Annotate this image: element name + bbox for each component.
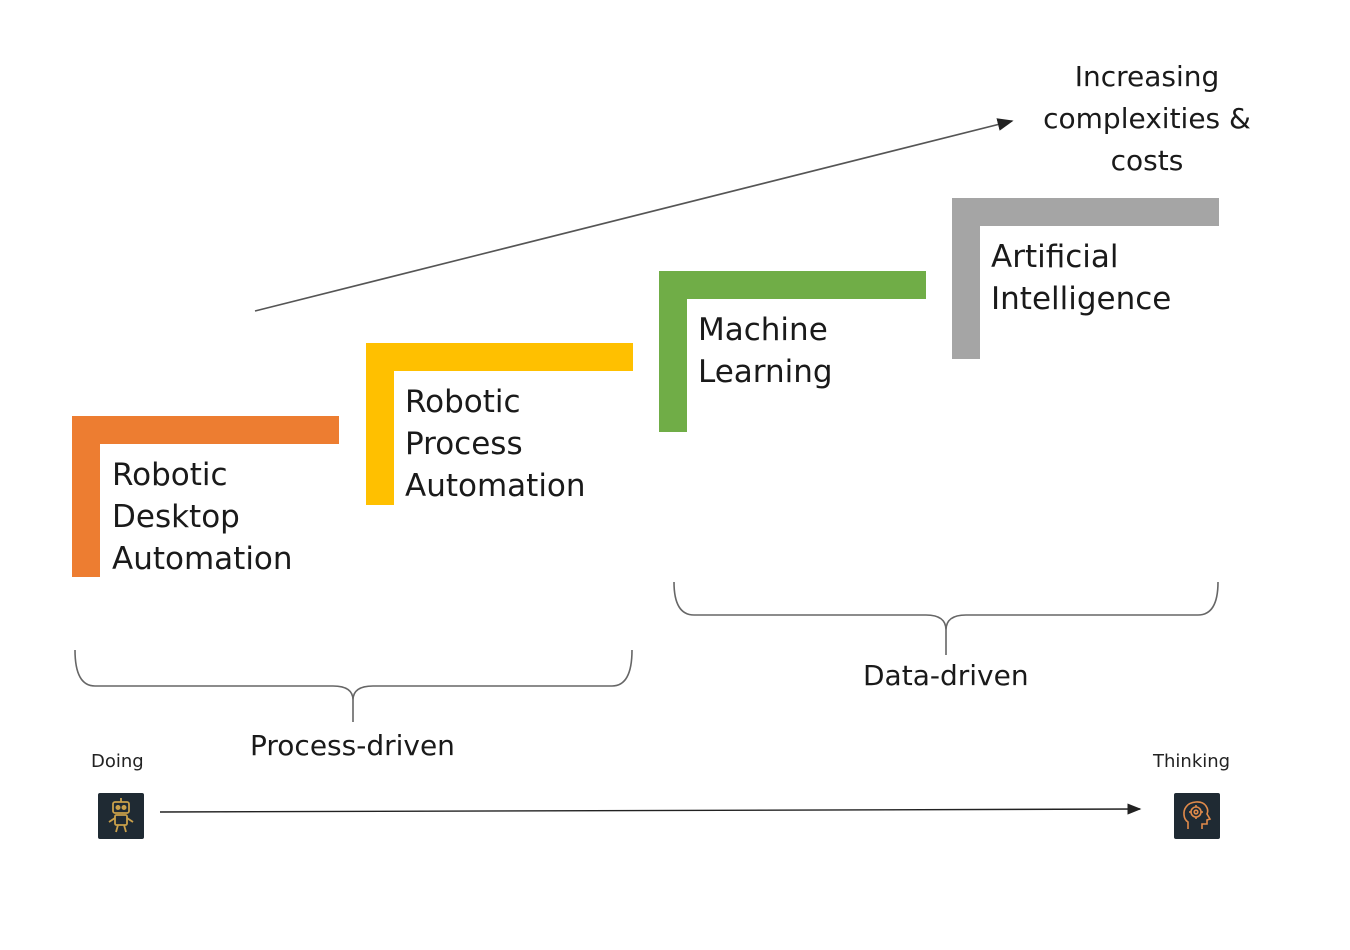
data-driven-label: Data-driven: [863, 659, 1029, 692]
step-bar: [72, 416, 100, 577]
robot-icon: [98, 793, 144, 839]
brain-head-icon: [1174, 793, 1220, 839]
process-driven-brace: [74, 649, 633, 722]
step-bar: [952, 198, 1219, 226]
step-bar: [659, 271, 687, 432]
step-bar: [952, 198, 980, 359]
step-label: Artificial Intelligence: [991, 239, 1172, 317]
step-bar: [72, 416, 339, 444]
step-label: Robotic Desktop Automation: [112, 457, 293, 577]
step-bar: [659, 271, 926, 299]
step-bar: [366, 343, 633, 371]
step-label: Machine Learning: [698, 312, 833, 390]
step-label: Robotic Process Automation: [405, 384, 586, 504]
title-line: costs: [1110, 144, 1184, 177]
step-bar: [366, 343, 394, 505]
complexity-title: Increasing complexities & costs: [1017, 56, 1277, 182]
data-driven-brace: [673, 581, 1219, 655]
complexity-arrow: [254, 118, 1014, 312]
process-driven-label: Process-driven: [250, 729, 455, 762]
title-line: complexities &: [1043, 102, 1251, 135]
thinking-label: Thinking: [1153, 751, 1231, 772]
doing-label: Doing: [91, 751, 144, 772]
title-line: Increasing: [1074, 60, 1220, 93]
doing-thinking-arrow: [159, 803, 1142, 815]
